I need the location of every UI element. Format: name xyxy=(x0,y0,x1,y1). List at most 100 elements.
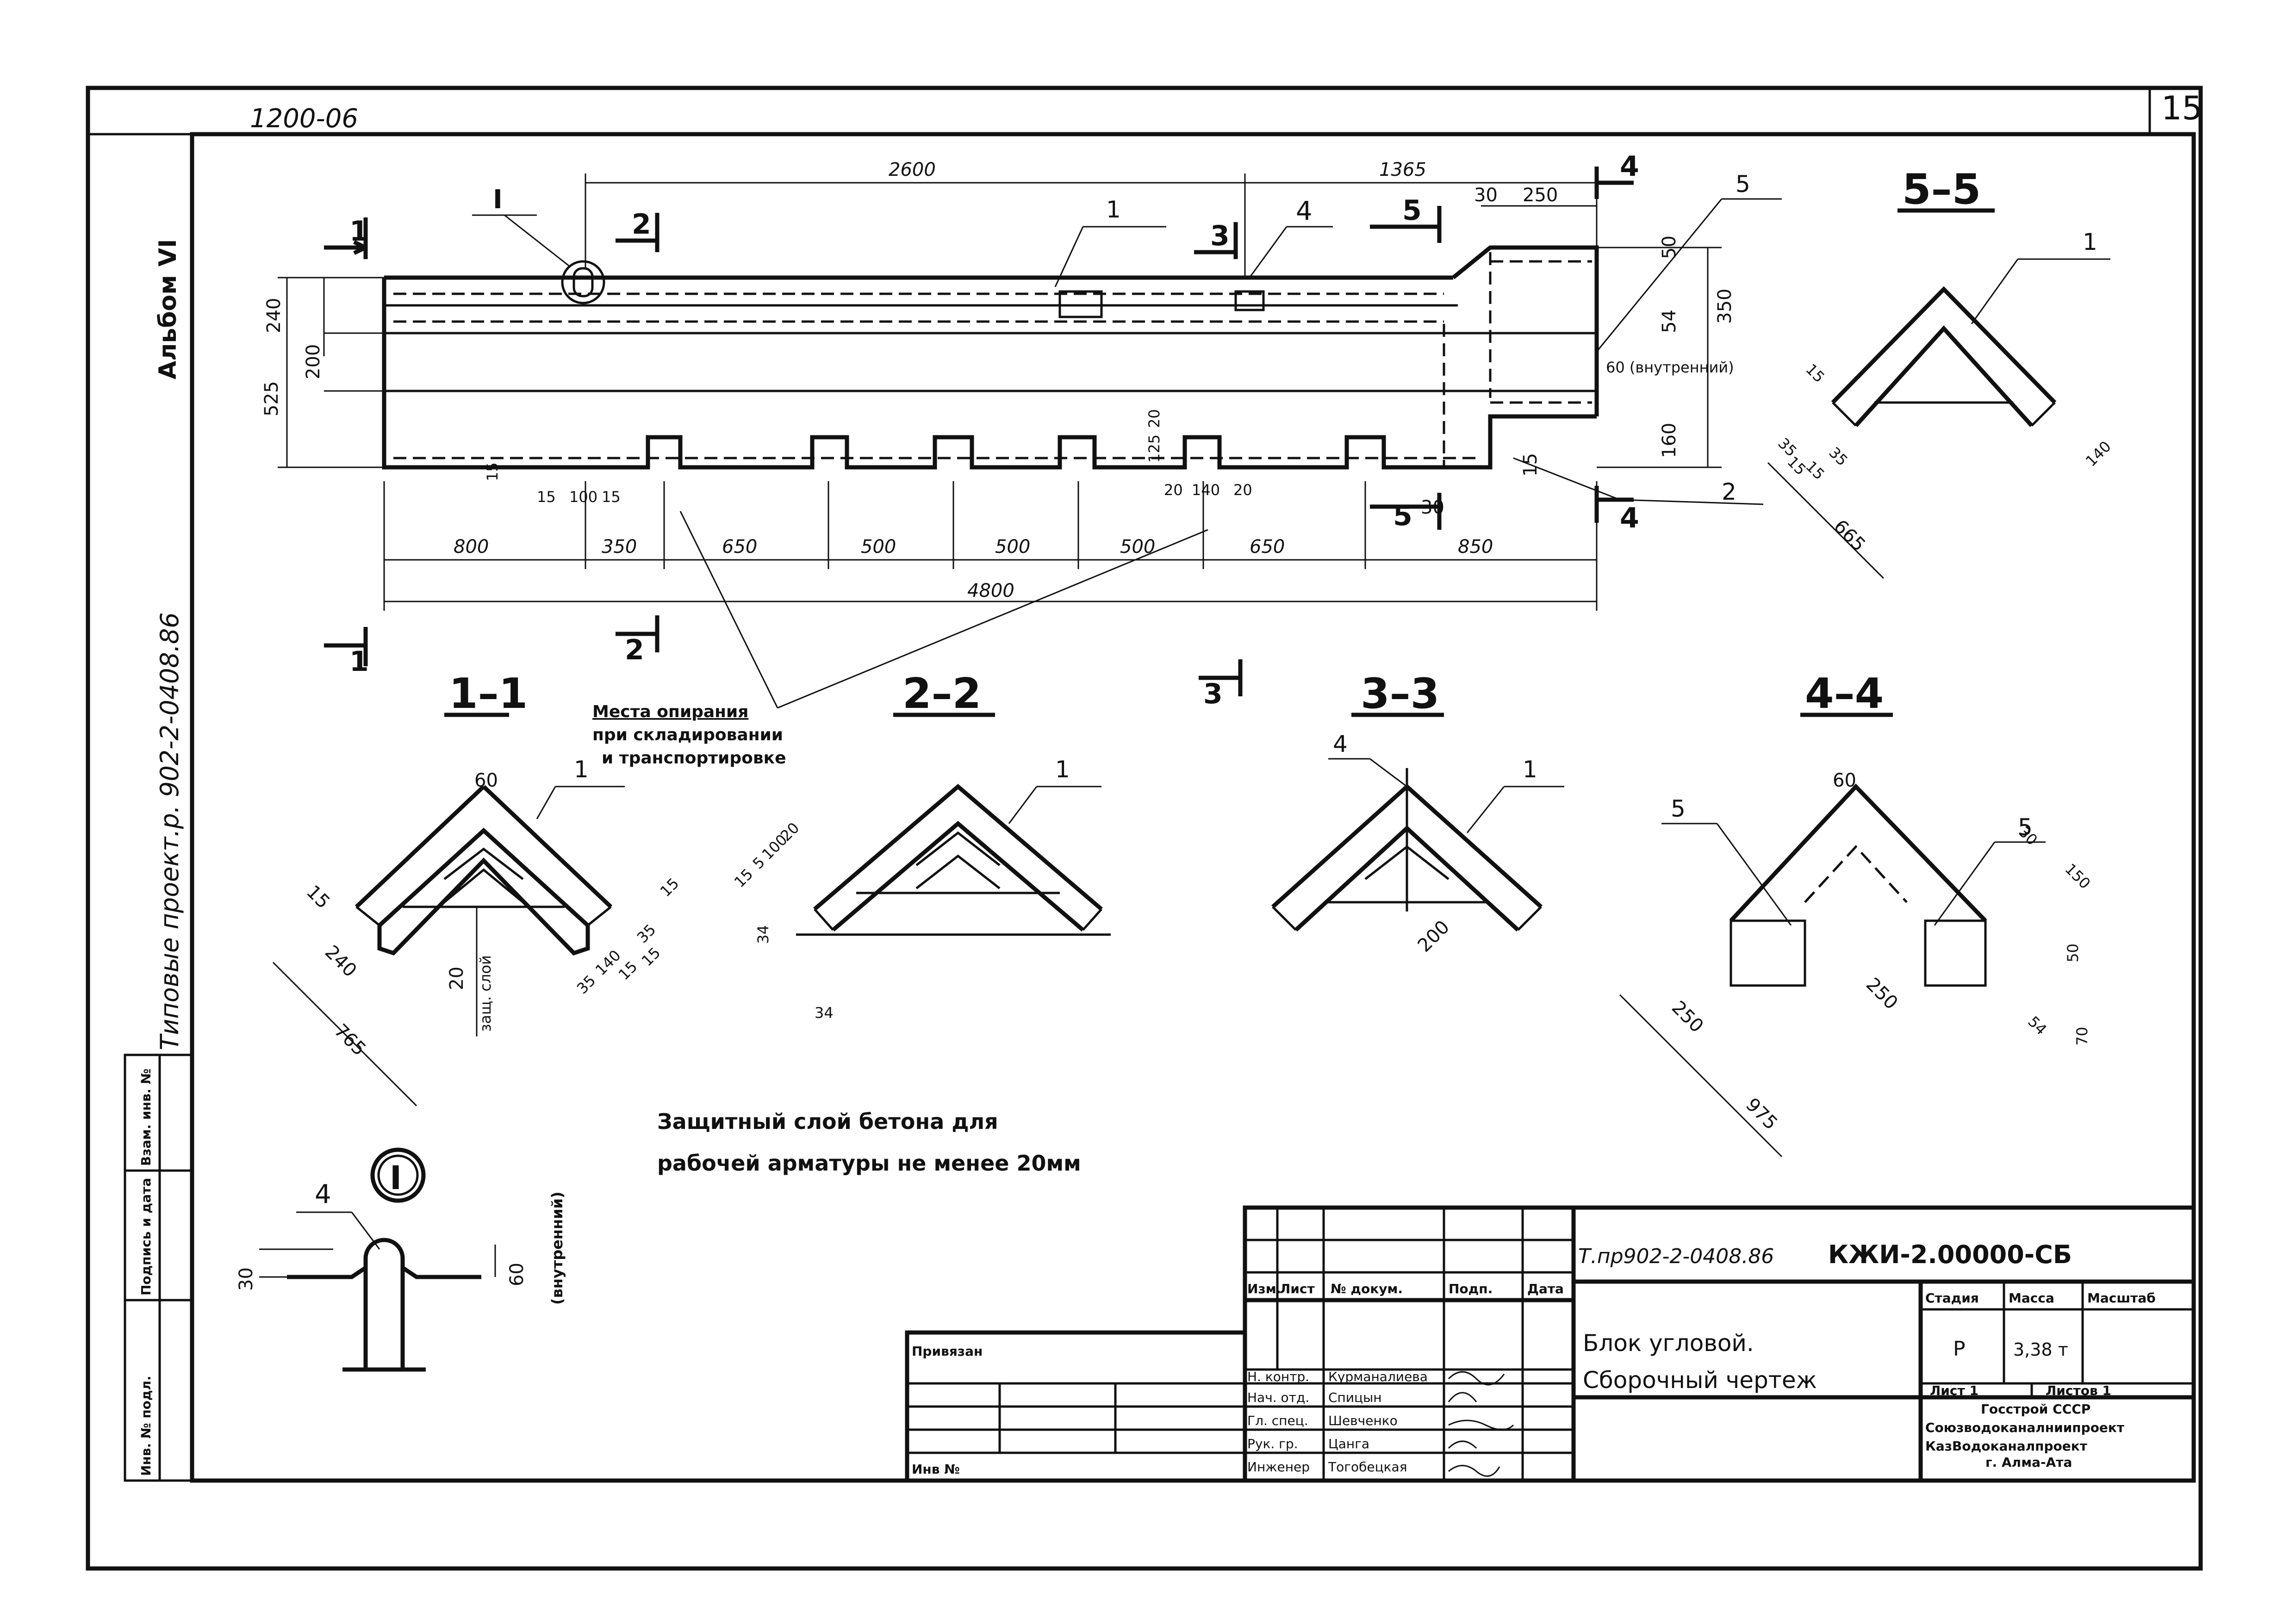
element-outline xyxy=(382,278,1597,470)
section-4-4-shape xyxy=(1729,783,1987,923)
svg-text:975: 975 xyxy=(1742,1094,1782,1134)
concrete-note-line1: Защитный слой бетона для xyxy=(657,1109,998,1134)
svg-text:1: 1 xyxy=(574,756,589,783)
svg-text:50: 50 xyxy=(2064,943,2082,962)
dim-30-top: 30 xyxy=(1474,185,1498,206)
svg-text:15: 15 xyxy=(484,462,501,481)
svg-text:54: 54 xyxy=(2024,1013,2050,1039)
dim-200: 200 xyxy=(303,344,324,379)
svg-text:35: 35 xyxy=(1825,444,1851,470)
svg-text:I: I xyxy=(493,185,503,215)
svg-text:Изм.: Изм. xyxy=(1247,1281,1281,1296)
svg-text:Масштаб: Масштаб xyxy=(2087,1290,2156,1306)
svg-text:Тогобецкая: Тогобецкая xyxy=(1328,1459,1407,1475)
svg-text:г. Алма-Ата: г. Алма-Ата xyxy=(1985,1455,2072,1470)
section-5-5-shape xyxy=(1831,286,2057,404)
svg-text:5: 5 xyxy=(1402,194,1422,227)
svg-text:1: 1 xyxy=(349,645,369,678)
outer-frame xyxy=(86,86,2203,1571)
svg-text:20: 20 xyxy=(446,967,467,990)
main-left-dims: 240 200 525 xyxy=(261,277,384,468)
svg-text:№ докум.: № докум. xyxy=(1331,1281,1403,1296)
svg-text:15: 15 xyxy=(638,944,664,970)
sheet-code: 1200-06 xyxy=(250,104,358,134)
svg-text:Союзводоканалниипроект: Союзводоканалниипроект xyxy=(1925,1420,2125,1435)
svg-text:70: 70 xyxy=(2073,1027,2091,1046)
svg-text:2: 2 xyxy=(632,208,651,241)
svg-text:5: 5 xyxy=(2018,814,2033,841)
doc-code: КЖИ-2.00000-СБ xyxy=(1828,1240,2072,1269)
section-2-2: 2–2 15 5 100 20 34 34 1 xyxy=(731,669,1111,1022)
dim-525: 525 xyxy=(261,381,282,416)
dim-54: 54 xyxy=(1659,310,1680,333)
svg-text:Цанга: Цанга xyxy=(1328,1436,1369,1451)
svg-text:Нач. отд.: Нач. отд. xyxy=(1247,1390,1309,1405)
title-block: Т.пр902-2-0408.86 КЖИ-2.00000-СБ Изм. Ли… xyxy=(1243,1205,2196,1483)
section-3-3: 3–3 200 4 1 xyxy=(1271,669,1564,956)
svg-text:100: 100 xyxy=(569,488,597,506)
stamp-sign-date: Подпись и дата xyxy=(138,1178,154,1295)
dim-50: 50 xyxy=(1659,236,1680,259)
svg-text:34: 34 xyxy=(815,1004,834,1022)
svg-text:защ. слой: защ. слой xyxy=(477,955,494,1032)
section-4-4: 4–4 60 250 250 975 30 150 50 54 70 5 5 xyxy=(1619,669,2094,1158)
svg-text:Рук. гр.: Рук. гр. xyxy=(1247,1436,1298,1451)
title-line2: Сборочный чертеж xyxy=(1583,1367,1817,1394)
svg-text:4: 4 xyxy=(1620,150,1639,183)
svg-text:4: 4 xyxy=(1620,502,1639,534)
svg-text:Шевченко: Шевченко xyxy=(1328,1413,1398,1428)
section-5-5: 5–5 15 35 15 15 35 665 140 1 xyxy=(1767,165,2115,579)
svg-text:5: 5 xyxy=(1393,500,1412,532)
stamp-inv-podl: Инв. № подл. xyxy=(138,1376,154,1476)
svg-text:35: 35 xyxy=(634,921,659,947)
svg-text:140: 140 xyxy=(2082,438,2115,470)
svg-text:35: 35 xyxy=(573,972,599,998)
svg-text:15: 15 xyxy=(657,874,683,900)
svg-text:и транспортировке: и транспортировке xyxy=(602,749,786,768)
dim-650b: 650 xyxy=(1250,536,1285,558)
binding-block: Привязан Инв № xyxy=(905,1330,1247,1483)
svg-text:15: 15 xyxy=(1802,360,1828,386)
main-right-dims: 50 54 350 160 15 30 60 (внутренний) xyxy=(1421,236,1736,518)
svg-text:Листов 1: Листов 1 xyxy=(2046,1383,2111,1398)
svg-text:30: 30 xyxy=(236,1267,257,1291)
svg-text:1: 1 xyxy=(2083,229,2097,255)
dim-250-top: 250 xyxy=(1523,185,1558,206)
svg-text:2: 2 xyxy=(625,634,644,666)
svg-text:3: 3 xyxy=(1210,220,1230,252)
svg-text:20: 20 xyxy=(1233,481,1252,499)
main-top-dims: 2600 1365 30 250 xyxy=(585,159,1598,278)
svg-text:Курманалиева: Курманалиева xyxy=(1328,1369,1428,1384)
svg-text:Н. контр.: Н. контр. xyxy=(1247,1369,1309,1384)
section-3-3-title: 3–3 xyxy=(1361,669,1439,718)
section-markers: 1 1 2 2 3 3 4 4 5 5 xyxy=(324,150,1639,710)
svg-text:1: 1 xyxy=(1523,756,1537,783)
section-2-2-shape xyxy=(813,784,1103,911)
detail-circle xyxy=(561,260,605,304)
doc-number: Т.пр902-2-0408.86 xyxy=(1578,1245,1774,1268)
svg-text:20: 20 xyxy=(1164,481,1183,499)
dim-850: 850 xyxy=(1458,536,1493,558)
svg-text:при складировании: при складировании xyxy=(592,725,783,744)
section-4-4-title: 4–4 xyxy=(1805,669,1884,718)
svg-text:15: 15 xyxy=(537,488,556,506)
support-note: Места опирания при складировании и транс… xyxy=(592,511,1208,768)
svg-text:150: 150 xyxy=(2061,860,2094,893)
svg-text:140: 140 xyxy=(1192,481,1220,499)
dim-800: 800 xyxy=(454,536,489,558)
main-elevation xyxy=(382,245,1599,470)
album-label: Альбом VI xyxy=(154,239,182,379)
detail-I: I 30 60 (внутренний) 4 xyxy=(236,1147,566,1372)
page-number: 15 xyxy=(2161,89,2202,127)
inner-frame xyxy=(190,132,2196,1483)
svg-text:60: 60 xyxy=(474,770,498,791)
svg-text:Гл. спец.: Гл. спец. xyxy=(1247,1413,1308,1428)
svg-text:1: 1 xyxy=(1106,196,1121,223)
section-5-5-title: 5–5 xyxy=(1902,165,1981,214)
svg-text:4: 4 xyxy=(315,1179,331,1209)
svg-text:240: 240 xyxy=(321,942,361,982)
title-line1: Блок угловой. xyxy=(1583,1330,1754,1357)
inv-label: Инв № xyxy=(912,1462,960,1477)
dim-350: 350 xyxy=(602,536,637,558)
stage-value: Р xyxy=(1953,1337,1966,1361)
